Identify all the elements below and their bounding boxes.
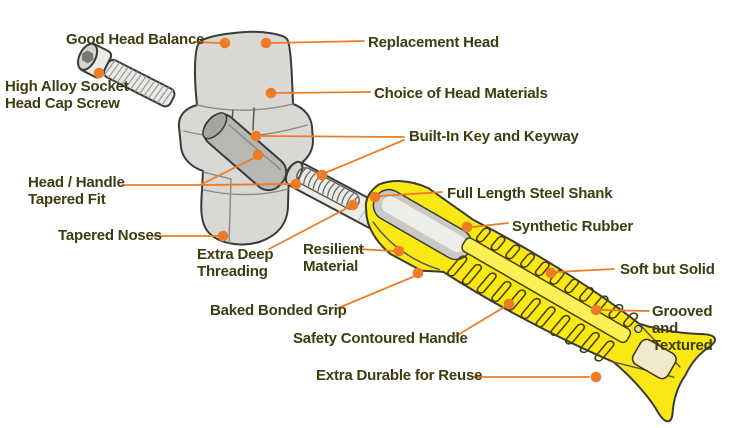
hex-socket-icon [81, 50, 94, 64]
dot-tapered-fit-shank [290, 178, 302, 190]
butt-hole [634, 324, 643, 334]
dot-full-length-steel-shank [369, 191, 381, 203]
leader-full-length-steel-shank [379, 191, 443, 197]
leader-synthetic-rubber [472, 222, 509, 228]
leader-resilient-material [356, 248, 395, 252]
head-cap-seam [196, 103, 294, 111]
callout-built-in-key-and-keyway: Built-In Key and Keyway [409, 128, 579, 145]
callout-tapered-noses: Tapered Noses [58, 227, 162, 244]
callout-soft-but-solid: Soft but Solid [620, 261, 715, 278]
dot-tapered-fit-bore [252, 149, 264, 161]
handle-bore-cylinder [202, 112, 288, 192]
leader-extra-deep-threading [268, 205, 352, 250]
screw-threads [103, 59, 174, 106]
dot-built-in-key [316, 169, 328, 181]
handle-illustration [364, 180, 717, 423]
dot-good-head-balance [219, 37, 231, 49]
callout-extra-deep-threading: Extra Deep Threading [197, 246, 274, 280]
grip-ribs [447, 227, 639, 362]
dot-replacement-head [260, 37, 272, 49]
leader-grooved-and-textured [600, 309, 650, 312]
callout-head-handle-tapered-fit: Head / Handle Tapered Fit [28, 174, 125, 208]
callout-resilient-material: Resilient Material [303, 241, 364, 275]
callout-safety-contoured-handle: Safety Contoured Handle [293, 330, 468, 347]
hammer-head-illustration [177, 30, 314, 246]
dot-extra-durable-for-reuse [590, 371, 602, 383]
dot-built-in-keyway [250, 130, 262, 142]
leader-head-handle-fit-b [199, 183, 295, 186]
leader-good-head-balance [193, 41, 222, 44]
callout-synthetic-rubber: Synthetic Rubber [512, 218, 633, 235]
socket-head-cap-screw-illustration [77, 42, 176, 108]
callout-baked-bonded-grip: Baked Bonded Grip [210, 302, 347, 319]
callout-high-alloy-socket-screw: High Alloy Socket Head Cap Screw [5, 78, 129, 112]
callout-replacement-head: Replacement Head [368, 34, 500, 51]
handle-spine-strip [461, 237, 632, 344]
leader-lines [122, 40, 650, 378]
callout-grooved-and-textured: Grooved and Textured [652, 303, 713, 354]
callout-good-head-balance: Good Head Balance [66, 31, 205, 48]
dot-grooved-and-textured [590, 304, 602, 316]
head-nose-seam [203, 188, 289, 196]
callout-extra-durable-for-reuse: Extra Durable for Reuse [316, 367, 483, 384]
dot-resilient-material [393, 245, 405, 257]
callout-choice-of-head-materials: Choice of Head Materials [374, 85, 548, 102]
dot-baked-bonded-grip [412, 267, 424, 279]
leader-replacement-head [270, 40, 365, 44]
leader-baked-bonded-grip [335, 275, 416, 310]
callout-full-length-steel-shank: Full Length Steel Shank [447, 185, 613, 202]
dot-high-alloy-screw [93, 67, 105, 79]
butt-inset-panel [631, 338, 677, 380]
dot-safety-contoured-handle [503, 298, 515, 310]
leader-built-in-key-b [324, 139, 405, 174]
callout-dots [93, 37, 602, 383]
leader-built-in-key-a [261, 135, 405, 138]
dot-tapered-noses [217, 230, 229, 242]
dot-soft-but-solid [545, 267, 557, 279]
leader-safety-contoured-handle [455, 305, 507, 337]
leader-choice-of-head-materials [275, 91, 371, 94]
dot-choice-of-head-materials [265, 87, 277, 99]
dot-synthetic-rubber [461, 221, 473, 233]
dot-extra-deep-threading [347, 199, 359, 211]
leader-soft-but-solid [556, 268, 615, 273]
keyway-notch [252, 107, 255, 131]
collar-cutaway-highlight [381, 196, 466, 253]
